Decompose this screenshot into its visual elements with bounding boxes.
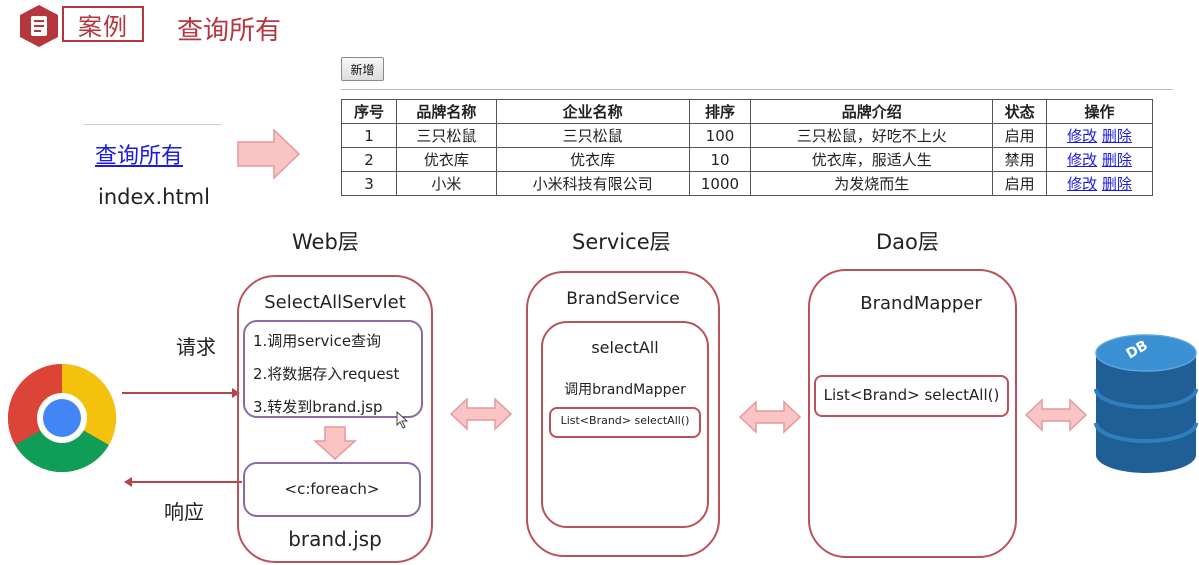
cell-id: 2 [341,147,397,172]
column-header: 排序 [688,99,752,124]
response-arrow-icon [124,477,242,487]
slide-title: 查询所有 [177,16,282,46]
delete-link[interactable]: 删除 [1101,151,1132,169]
request-arrow-icon [122,388,240,398]
dao-signature-box [814,375,1009,417]
index-divider [84,124,222,125]
table-row: 1 三只松鼠 三只松鼠 100 三只松鼠，好吃不上火 启用 修改 删除 [341,123,1153,148]
foreach-tag: <c:foreach> [284,480,380,498]
table-row: 3 小米 小米科技有限公司 1000 为发烧而生 启用 修改 删除 [341,171,1153,196]
foreach-box [243,462,421,517]
dao-db-double-arrow-icon [1024,398,1088,432]
cell-ordered: 1000 [688,171,752,196]
column-header: 操作 [1046,99,1153,124]
chrome-browser-icon [7,364,117,473]
cell-company-name: 优衣库 [495,147,690,172]
response-label: 响应 [164,500,204,524]
add-button[interactable]: 新增 [341,57,384,81]
select-all-method-box [541,321,709,528]
column-header: 品牌名称 [395,99,497,124]
dao-signature: List<Brand> selectAll() [823,386,1000,404]
brand-table: 序号 品牌名称 企业名称 排序 品牌介绍 状态 操作 1 三只松鼠 三只松鼠 1… [341,99,1153,196]
servlet-step: 3.转发到brand.jsp [253,398,383,416]
request-label: 请求 [176,335,216,359]
service-call-text: 调用brandMapper [564,382,686,398]
dao-layer-box [808,269,1017,558]
cell-description: 优衣库，服适人生 [750,147,994,172]
jsp-name: brand.jsp [288,527,382,551]
cell-actions: 修改 删除 [1046,123,1153,148]
table-header-row: 序号 品牌名称 企业名称 排序 品牌介绍 状态 操作 [341,99,1153,124]
query-all-link[interactable]: 查询所有 [95,144,184,169]
case-label: 案例 [62,6,144,42]
forward-down-arrow-icon [313,426,357,461]
cell-ordered: 10 [688,147,752,172]
case-hexagon-icon [20,5,58,47]
cursor-icon [396,411,409,429]
web-layer-box [237,275,433,563]
delete-link[interactable]: 删除 [1101,127,1132,145]
servlet-name: SelectAllServlet [264,292,406,313]
cell-status: 启用 [992,123,1048,148]
dao-class-name: BrandMapper [860,293,982,314]
column-header: 品牌介绍 [750,99,994,124]
cell-status: 禁用 [992,147,1048,172]
cell-status: 启用 [992,171,1048,196]
index-file-label: index.html [98,185,210,209]
cell-actions: 修改 删除 [1046,147,1153,172]
cell-brand-name: 优衣库 [395,147,497,172]
cell-description: 为发烧而生 [750,171,994,196]
service-layer-box [526,271,720,557]
delete-link[interactable]: 删除 [1101,175,1132,193]
cell-id: 1 [341,123,397,148]
column-header: 序号 [341,99,397,124]
cell-brand-name: 三只松鼠 [395,123,497,148]
edit-link[interactable]: 修改 [1067,127,1098,145]
column-header: 状态 [992,99,1048,124]
cell-company-name: 小米科技有限公司 [495,171,690,196]
service-signature: List<Brand> selectAll() [560,414,690,427]
cell-actions: 修改 删除 [1046,171,1153,196]
edit-link[interactable]: 修改 [1067,175,1098,193]
cell-company-name: 三只松鼠 [495,123,690,148]
web-layer-title: Web层 [292,230,359,254]
table-divider [341,89,1173,90]
service-method-name: selectAll [591,338,659,357]
table-row: 2 优衣库 优衣库 10 优衣库，服适人生 禁用 修改 删除 [341,147,1153,172]
cell-brand-name: 小米 [395,171,497,196]
service-signature-box [549,407,701,438]
edit-link[interactable]: 修改 [1067,151,1098,169]
servlet-steps-box [243,320,423,418]
cell-ordered: 100 [688,123,752,148]
servlet-step: 2.将数据存入request [253,365,400,383]
cell-description: 三只松鼠，好吃不上火 [750,123,994,148]
service-layer-title: Service层 [572,230,671,254]
navigate-arrow-icon [237,128,301,180]
service-dao-double-arrow-icon [738,400,802,434]
database-icon [1094,334,1198,473]
dao-layer-title: Dao层 [876,230,939,254]
cell-id: 3 [341,171,397,196]
service-class-name: BrandService [566,289,680,309]
column-header: 企业名称 [495,99,690,124]
web-service-double-arrow-icon [449,397,513,431]
servlet-step: 1.调用service查询 [253,332,382,350]
